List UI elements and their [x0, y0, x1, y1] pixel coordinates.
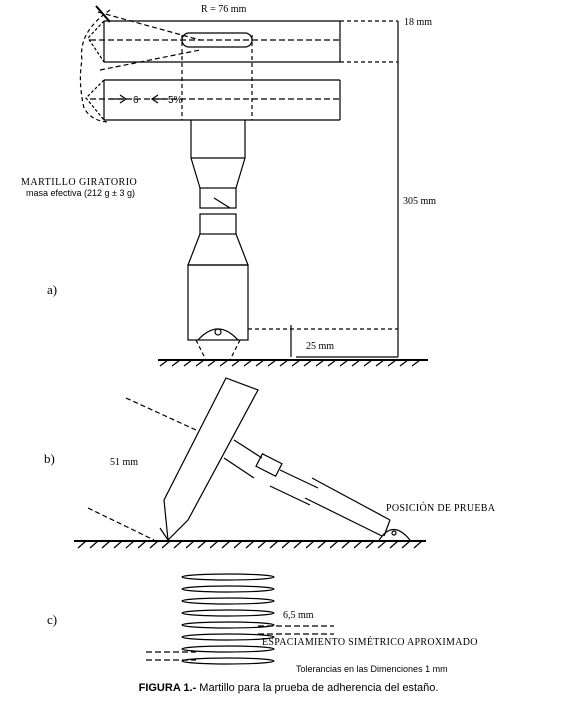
label-radius: R = 76 mm — [201, 4, 247, 15]
hammer-test-position — [159, 377, 411, 543]
hammer-head-lower — [85, 79, 341, 121]
swing-arc — [79, 9, 111, 123]
label-test-position: POSICIÓN DE PRUEBA — [386, 502, 496, 514]
label-part-b: b) — [44, 451, 55, 466]
label-spacing: ESPACIAMIENTO SIMÉTRICO APROXIMADO — [262, 636, 478, 648]
label-part-c: c) — [47, 612, 57, 627]
label-tolerance: Tolerancias en las Dimenciones 1 mm — [296, 664, 448, 674]
caption-text: Martillo para la prueba de adherencia de… — [196, 682, 439, 694]
ground-b — [74, 540, 426, 549]
label-part-a: a) — [47, 282, 57, 297]
pivot-slot — [181, 32, 253, 48]
stacked-ellipses — [181, 573, 275, 665]
label-51mm: 51 mm — [110, 457, 138, 468]
label-305mm: 305 mm — [403, 196, 436, 207]
hammer-head-upper — [87, 20, 341, 63]
label-mark-6: 6 — [133, 95, 139, 106]
label-mark-5: 5% — [168, 95, 183, 106]
caption-bold: FIGURA 1.- — [138, 682, 197, 694]
label-hammer-title: MARTILLO GIRATORIO — [21, 177, 137, 188]
ground-a — [158, 359, 428, 367]
label-18mm: 18 mm — [404, 17, 432, 28]
label-hammer-mass: masa efectiva (212 g ± 3 g) — [26, 188, 135, 198]
hammer-handle — [187, 120, 249, 361]
figure-caption: FIGURA 1.- Martillo para la prueba de ad… — [0, 682, 577, 694]
label-25mm: 25 mm — [306, 341, 334, 352]
label-6-5mm: 6,5 mm — [283, 610, 314, 621]
